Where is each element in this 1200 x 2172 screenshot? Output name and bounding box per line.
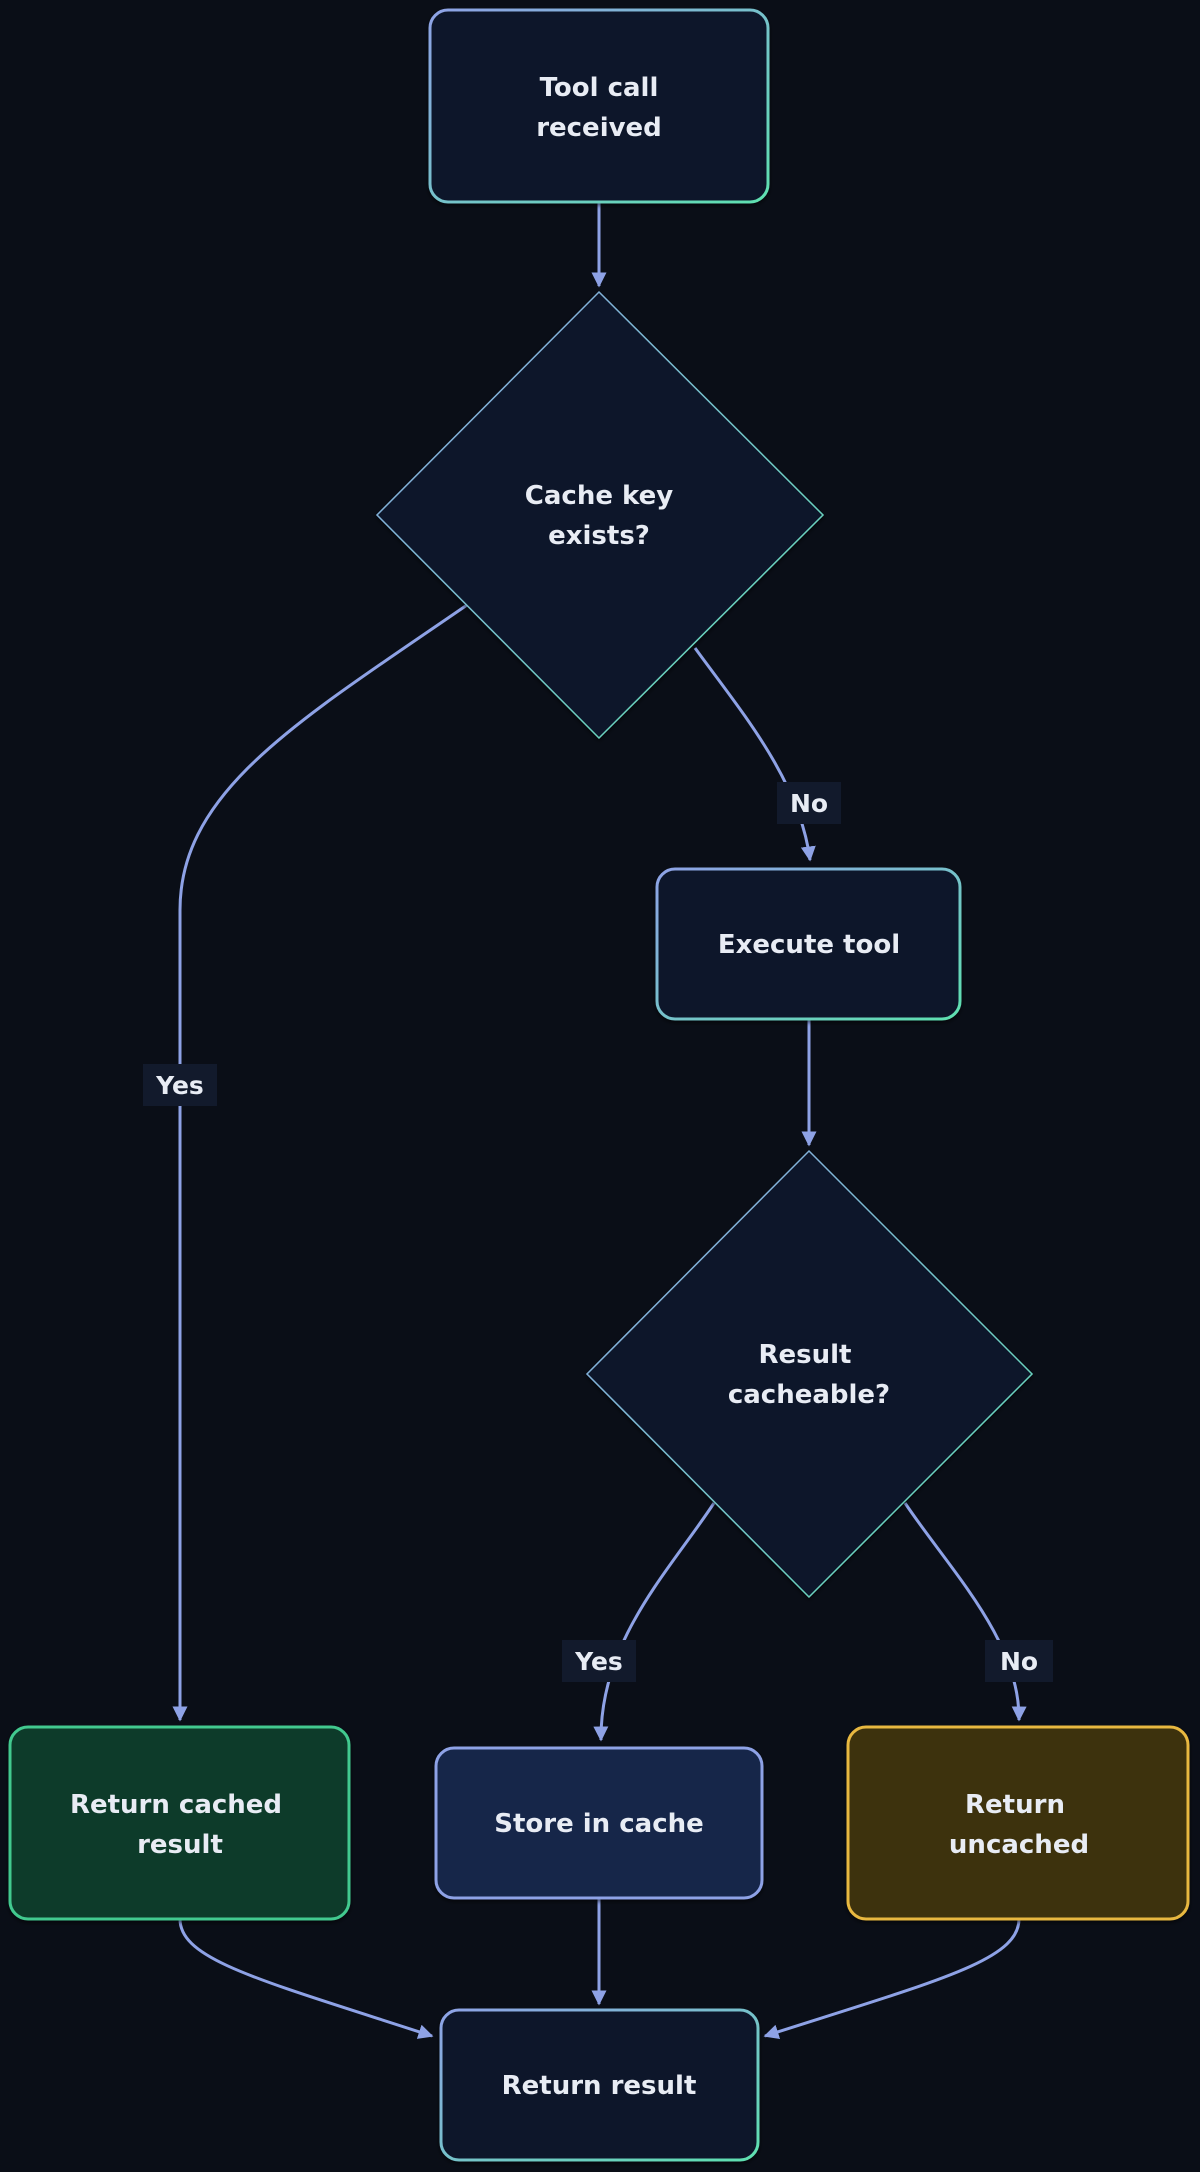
decision-label-line1: Result <box>759 1340 852 1370</box>
edge-label-cache-yes: Yes <box>143 1064 217 1106</box>
node-label-line1: Return <box>965 1790 1065 1820</box>
edge-cacheable-yes <box>593 1502 716 1742</box>
node-tool-call-received: Tool call received <box>428 8 770 204</box>
node-label-line2: result <box>137 1830 223 1860</box>
node-label: Execute tool <box>718 930 900 960</box>
edge-uncached-to-result <box>763 1918 1021 2040</box>
node-label-line1: Tool call <box>540 73 659 103</box>
node-return-cached-result: Return cached result <box>8 1725 351 1921</box>
edge-label-text: Yes <box>574 1647 623 1676</box>
edge-label-text: No <box>790 789 828 818</box>
edge-label-cacheable-yes: Yes <box>562 1640 636 1682</box>
decision-result-cacheable: Result cacheable? <box>585 1149 1034 1599</box>
edge-cache-check-no <box>693 647 816 862</box>
node-return-uncached: Return uncached <box>846 1725 1190 1921</box>
edge-label-text: Yes <box>155 1071 204 1100</box>
node-return-result: Return result <box>439 2008 760 2162</box>
decision-label-line2: cacheable? <box>728 1380 890 1410</box>
edge-label-cacheable-no: No <box>985 1640 1053 1682</box>
node-label: Store in cache <box>494 1809 704 1839</box>
node-label-line2: uncached <box>949 1830 1089 1860</box>
node-label: Return result <box>502 2071 697 2101</box>
node-execute-tool: Execute tool <box>655 867 962 1021</box>
node-store-in-cache: Store in cache <box>434 1746 764 1900</box>
edge-cache-check-yes <box>172 603 468 1722</box>
node-label-line2: received <box>536 113 662 143</box>
decision-cache-key-exists: Cache key exists? <box>375 290 825 740</box>
node-label-line1: Return cached <box>70 1790 282 1820</box>
edges <box>172 203 1027 2040</box>
edge-cacheable-no <box>903 1502 1027 1722</box>
decision-label-line1: Cache key <box>525 481 673 511</box>
edge-cached-to-result <box>178 1918 434 2039</box>
edge-label-cache-no: No <box>777 782 841 824</box>
edge-label-text: No <box>1000 1647 1038 1676</box>
decision-label-line2: exists? <box>548 521 650 551</box>
